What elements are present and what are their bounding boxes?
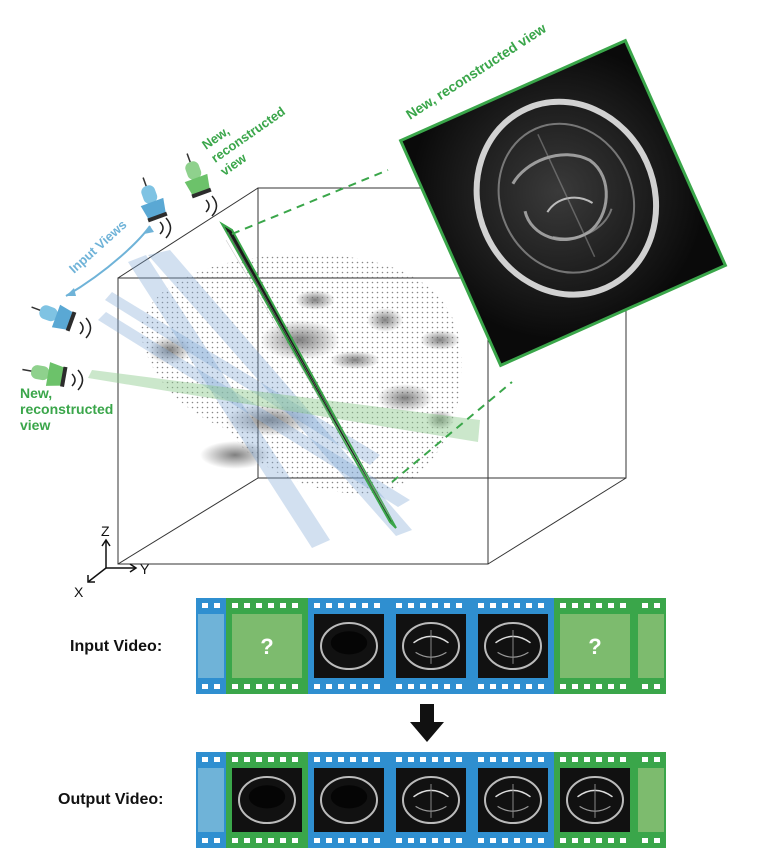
input-views-arrow — [65, 225, 151, 297]
axis-z-label: Z — [101, 523, 110, 539]
film-frame — [390, 752, 472, 848]
film-frame — [636, 752, 666, 848]
film-frame — [196, 752, 226, 848]
probe-blue-left — [31, 304, 77, 332]
reconstructed-view-panel — [398, 38, 728, 368]
film-frame — [308, 598, 390, 694]
reconstructed-label-top: New, reconstructed view — [199, 104, 288, 179]
input-views-label: Input Views — [66, 217, 130, 276]
output-video-label: Output Video: — [58, 791, 164, 808]
film-frame — [196, 598, 226, 694]
film-frame — [636, 598, 666, 694]
axis-gizmo — [87, 538, 138, 583]
film-frame — [226, 752, 308, 848]
film-frame — [308, 752, 390, 848]
axis-x-label: X — [74, 584, 84, 600]
sound-wave-icons — [71, 195, 218, 391]
probe-blue-top — [140, 177, 168, 223]
film-frame — [390, 598, 472, 694]
svg-text:reconstructed: reconstructed — [20, 401, 113, 417]
svg-text:view: view — [20, 417, 50, 433]
probe-green-left — [22, 362, 68, 387]
missing-frame-marker: ? — [588, 634, 601, 659]
probe-green-top — [184, 153, 212, 199]
input-video-label: Input Video: — [70, 638, 163, 655]
film-frame — [472, 752, 554, 848]
film-frame: ? — [554, 598, 636, 694]
input-view-planes — [98, 250, 412, 548]
axis-y-label: Y — [140, 561, 150, 577]
reconstructed-label-left: New, reconstructed view — [20, 385, 113, 433]
film-frame: ? — [226, 598, 308, 694]
film-frame — [472, 598, 554, 694]
svg-text:New,: New, — [20, 385, 52, 401]
reconstructed-plane-green — [88, 370, 480, 442]
connector-lines — [231, 169, 513, 483]
output-video-filmstrip — [196, 752, 666, 848]
input-video-filmstrip: ?? — [196, 598, 666, 694]
down-arrow — [410, 704, 444, 742]
missing-frame-marker: ? — [260, 634, 273, 659]
brain-point-cloud — [140, 254, 462, 494]
film-frame — [554, 752, 636, 848]
